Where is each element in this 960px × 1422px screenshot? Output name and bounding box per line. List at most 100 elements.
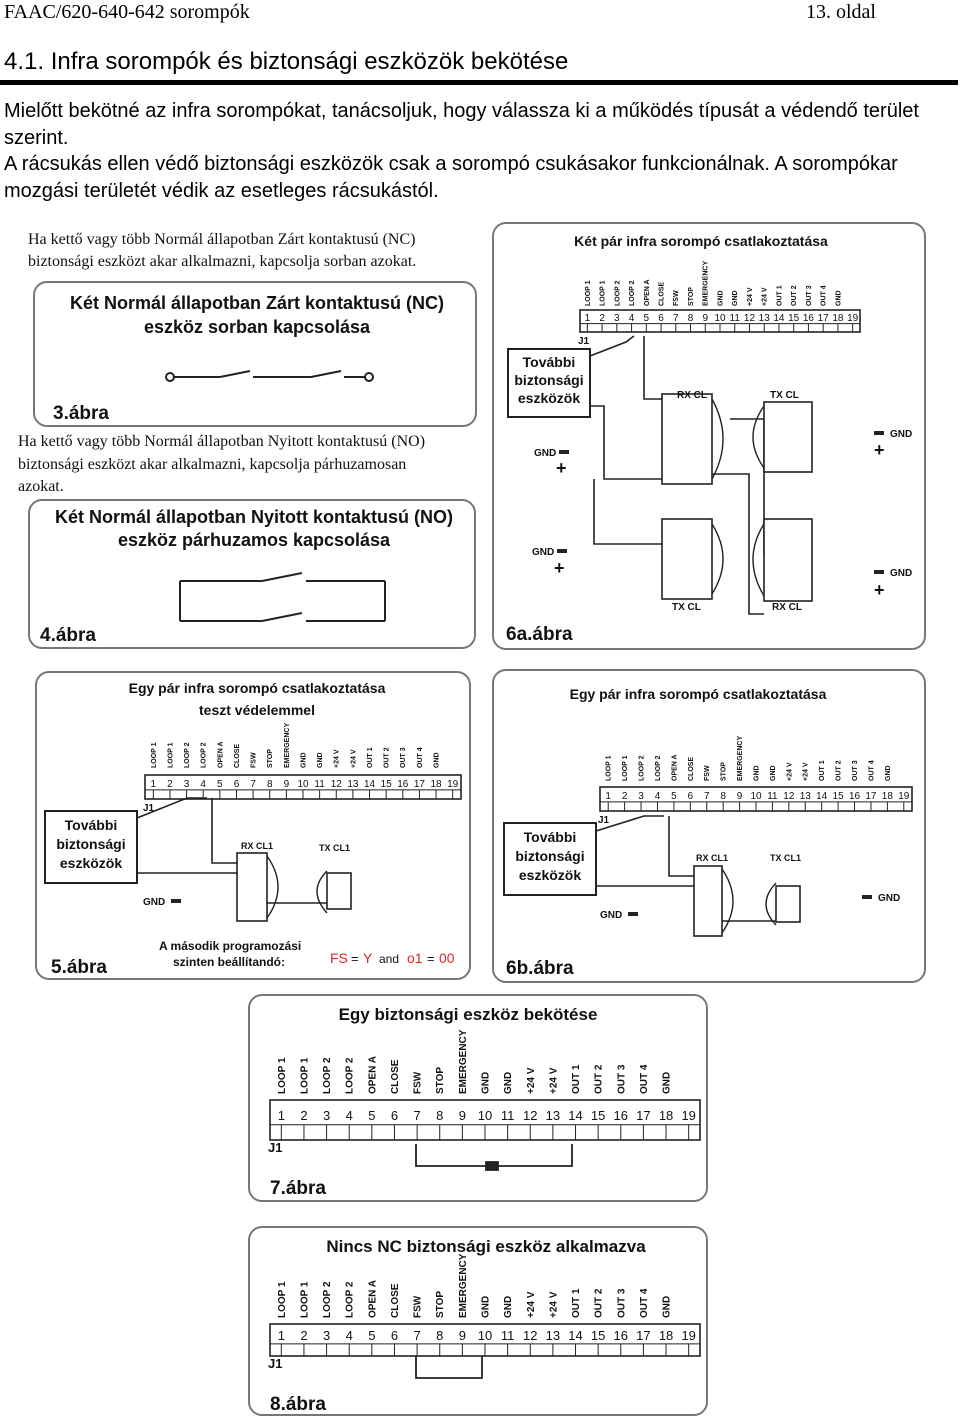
power-labels: GND GND [600,893,900,921]
terminal-number: 1 [278,1108,285,1123]
terminal-label: LOOP 1 [622,755,629,781]
terminal-number: 4 [346,1108,353,1123]
terminal-label: LOOP 1 [167,742,174,768]
terminal-number: 8 [436,1328,443,1343]
tx-cl1-unit: TX CL1 [316,843,352,914]
terminal-label: EMERGENCY [458,1253,469,1318]
setting-fs-value: Y [363,950,373,966]
terminal-number: 7 [673,313,679,324]
intro-paragraph-2: A rácsukás ellen védő biztonsági eszközö… [4,153,898,202]
gnd-label: GND [532,547,554,558]
terminal-label: LOOP 2 [184,742,191,768]
setting-o1-value: 00 [439,950,455,966]
terminal-label: EMERGENCY [703,261,710,306]
terminal-number: 19 [681,1328,695,1343]
terminal-label: OUT 4 [639,1288,650,1318]
terminal-label: GND [835,290,842,306]
plus-sign: + [874,440,885,460]
jumper-wiring [415,1356,483,1379]
terminal-label: OUT 4 [868,760,875,781]
terminal-number: 11 [314,779,325,790]
terminal-number: 11 [501,1328,515,1343]
parallel-switch-diagram [179,572,386,622]
terminal-number: 7 [704,791,710,802]
terminal-number: 3 [638,791,644,802]
terminal-label: EMERGENCY [737,736,744,781]
tx-label: TX CL [770,390,799,401]
further-devices-box: További biztonsági eszközök [44,810,138,884]
gnd-label: GND [534,448,556,459]
j1-label: J1 [578,336,590,347]
terminal-number: 9 [284,779,290,790]
terminal-number: 15 [591,1328,605,1343]
fig7-title: Egy biztonsági eszköz bekötése [339,1005,598,1024]
setting-values: FS = Y and o1 = 00 [330,950,455,966]
devices-label-3: eszközök [518,390,580,406]
terminal-label: GND [481,1072,492,1094]
terminal-number: 19 [681,1108,695,1123]
terminal-label: +24 V [548,1291,559,1318]
terminal-label: CLOSE [659,282,666,306]
fig6a-label: 6a.ábra [506,624,573,645]
terminal-label: CLOSE [234,744,241,768]
heading-rule [0,80,958,85]
terminal-number: 15 [788,313,800,324]
terminal-label: OUT 1 [571,1064,582,1094]
terminal-number: 13 [800,791,812,802]
terminal-label: OPEN A [644,279,651,306]
terminal-label: OUT 2 [836,760,843,781]
terminal-number: 1 [278,1328,285,1343]
terminal-number: 16 [849,791,861,802]
gnd-label: GND [890,429,912,440]
terminal-number: 6 [234,779,240,790]
terminal-number: 6 [688,791,694,802]
terminal-label: +24 V [334,749,341,768]
fig3-label: 3.ábra [53,403,109,424]
terminal-label: FSW [413,1295,424,1318]
terminal-label: OUT 4 [639,1064,650,1094]
terminal-number: 17 [636,1328,650,1343]
terminal-number: 10 [478,1108,492,1123]
terminal-number: 17 [865,791,877,802]
terminal-number: 18 [832,313,844,324]
terminal-number: 19 [898,791,910,802]
terminal-number: 14 [364,779,376,790]
terminal-label: FSW [673,290,680,306]
terminal-label: OUT 4 [821,285,828,306]
terminal-number: 9 [459,1328,466,1343]
terminal-number: 14 [568,1108,582,1123]
plus-sign: + [554,558,565,578]
terminal-number: 3 [184,779,190,790]
further-devices-box: További biztonsági eszközök [507,348,591,418]
devices-label-1: További [523,354,576,370]
terminal-number: 5 [217,779,223,790]
terminal-number: 13 [347,779,359,790]
terminal-label: GND [732,290,739,306]
terminal-number: 13 [546,1108,560,1123]
note-line-1: A második programozási [159,939,301,953]
rx-label: RX CL [677,390,707,401]
no-intro-line: biztonsági eszközt akar alkalmazni, kapc… [18,456,406,473]
terminal-label: GND [885,765,892,781]
terminal-number: 16 [614,1108,628,1123]
terminal-number: 18 [430,779,442,790]
terminal-number: 9 [702,313,708,324]
nc-intro-line: biztonsági eszközt akar alkalmazni, kapc… [28,253,416,270]
terminal-number: 13 [546,1328,560,1343]
section-heading: 4.1. Infra sorompók és biztonsági eszköz… [4,48,569,75]
terminal-label: +24 V [526,1067,537,1094]
terminal-label: GND [662,1072,673,1094]
terminal-number: 1 [151,779,157,790]
terminal-number: 1 [605,791,611,802]
terminal-number: 8 [720,791,726,802]
document-title: FAAC/620-640-642 sorompók [4,1,250,23]
intro-paragraph-1: Mielőtt bekötné az infra sorompókat, tan… [4,100,919,149]
fig5-title-line2: teszt védelemmel [199,702,315,718]
terminal-label: OUT 2 [384,747,391,768]
j1-label: J1 [268,1140,282,1155]
terminal-number: 15 [591,1108,605,1123]
